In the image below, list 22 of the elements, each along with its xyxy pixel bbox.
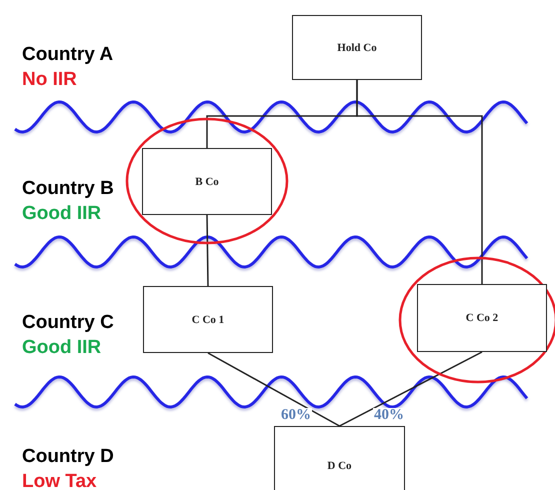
tax-status-label: Good IIR [22, 203, 102, 225]
connector-line [206, 214, 209, 286]
connector-line [356, 80, 483, 284]
company-name: C Co 1 [192, 314, 224, 326]
country-label: Country B [22, 178, 114, 200]
company-name: C Co 2 [466, 312, 498, 324]
company-name: Hold Co [337, 42, 377, 54]
country-label: Country D [22, 446, 114, 468]
tax-status-label: No IIR [22, 69, 77, 91]
company-name: D Co [327, 460, 352, 472]
company-box [274, 426, 405, 490]
country-label: Country A [22, 44, 114, 66]
company-box [143, 286, 273, 353]
company-box [417, 284, 547, 352]
company-box [142, 148, 272, 215]
company-name: B Co [195, 176, 219, 188]
tax-status-label: Good IIR [22, 337, 102, 359]
country-label: Country C [22, 312, 114, 334]
company-box [292, 15, 422, 80]
connector-line [339, 351, 482, 427]
tax-status-label: Low Tax [22, 471, 97, 490]
connector-line [208, 352, 340, 427]
